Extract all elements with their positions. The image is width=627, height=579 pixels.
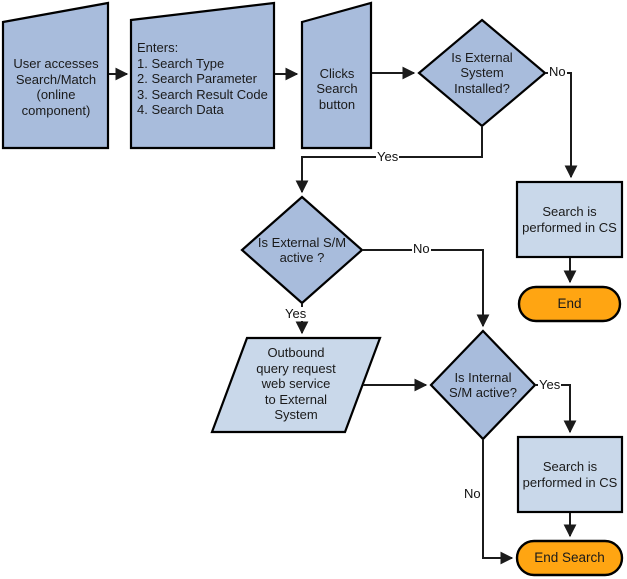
node-end-search[interactable] (515, 539, 624, 577)
node-is-internal-sm-active[interactable] (429, 329, 537, 441)
node-end[interactable] (517, 285, 622, 323)
node-clicks-search[interactable] (300, 1, 373, 150)
node-is-external-system-installed[interactable] (417, 18, 547, 128)
edge-internal-sm-no-to-end-search (482, 440, 514, 565)
edge-installed-no-to-cs-top (546, 72, 578, 179)
edge-ext-sm-no-to-internal-sm (363, 249, 490, 328)
node-is-external-sm-active[interactable] (240, 195, 364, 305)
node-enters-list[interactable] (129, 1, 276, 150)
node-outbound-query-request[interactable] (210, 336, 382, 434)
node-search-performed-cs-top[interactable] (515, 180, 624, 259)
edge-internal-sm-yes-to-cs-bottom (536, 384, 577, 434)
node-search-performed-cs-bottom[interactable] (516, 435, 624, 514)
node-user-accesses[interactable] (1, 1, 110, 150)
